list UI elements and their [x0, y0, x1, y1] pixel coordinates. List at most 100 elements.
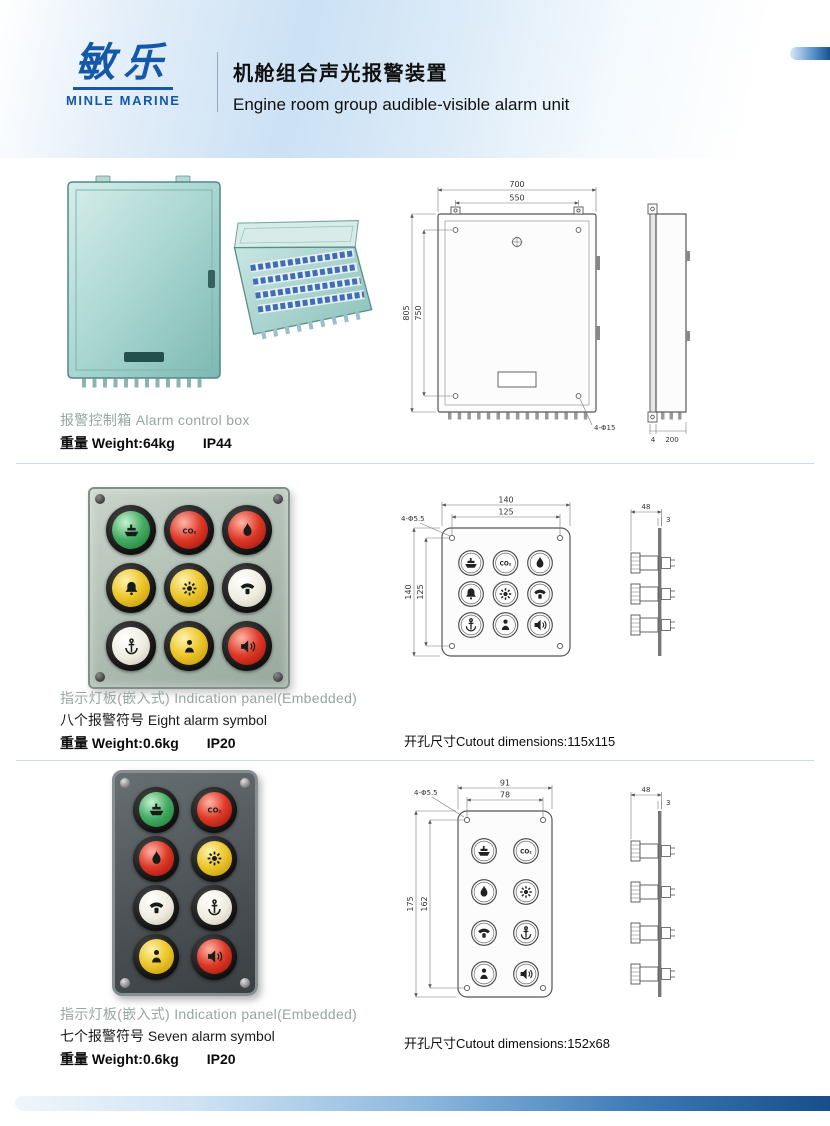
symbol-fire: [471, 879, 497, 905]
eight-alarm-button-fire: [222, 505, 272, 555]
dim-flange: 4: [651, 436, 656, 444]
hinge: [596, 256, 600, 270]
screw-icon: [120, 778, 130, 788]
weight-value: 重量 Weight:0.6kg: [60, 1051, 179, 1067]
panel-seven-cutout-note: 开孔尺寸Cutout dimensions:152x68: [404, 1036, 610, 1051]
side-view: 48 3: [630, 503, 675, 656]
front-dimensions: 700 550 805 750 4-Φ15: [402, 180, 615, 432]
symbol-bell: [458, 581, 484, 607]
symbol-ship: [458, 550, 484, 576]
symbol-anchor: [458, 612, 484, 638]
gear-icon: [207, 851, 221, 866]
co2-icon: CO₂: [207, 806, 221, 814]
terminal-strips: [250, 248, 365, 314]
section-divider: [16, 463, 814, 464]
lens-yellow: [138, 939, 174, 974]
screw-icon: [273, 672, 283, 682]
seven-alarm-button-co2: CO₂: [191, 786, 237, 833]
dim-mount-width: 550: [509, 194, 524, 203]
product-title-chinese: 机舱组合声光报警装置: [233, 63, 448, 85]
nameplate: [497, 371, 537, 388]
button-side-profile: [630, 881, 675, 903]
symbol-gear: [513, 879, 539, 905]
side-view: 4 200: [647, 203, 690, 444]
brand-logo-chinese: 敏乐: [73, 42, 174, 90]
lens-yellow: [112, 569, 150, 607]
lens-white: [138, 890, 174, 925]
lens-red: [228, 627, 266, 665]
symbol-anchor: [513, 920, 539, 946]
speaker-icon: [240, 639, 255, 653]
symbol-phone: [527, 581, 553, 607]
phone-icon: [149, 902, 163, 914]
panel-seven-subtitle: 七个报警符号 Seven alarm symbol: [60, 1028, 275, 1044]
eight-alarm-button-gear: [164, 563, 214, 613]
symbol-person: [492, 612, 519, 638]
dim-mount-height: 750: [414, 305, 423, 320]
fire-icon: [242, 522, 252, 536]
screw-icon: [95, 672, 105, 682]
lens-green: [138, 792, 174, 827]
lens-red: [228, 511, 266, 549]
button-side-profile: [630, 963, 675, 985]
panel-eight-subtitle: 八个报警符号 Eight alarm symbol: [60, 712, 267, 728]
lens-white: [228, 569, 266, 607]
control-box-caption: 报警控制箱 Alarm control box: [60, 412, 250, 428]
footer-accent-bar: [15, 1096, 830, 1111]
button-side-profile: [630, 552, 675, 574]
eight-alarm-button-anchor: [106, 621, 156, 671]
dim-mount-height: 162: [420, 896, 429, 911]
lens-yellow: [196, 841, 232, 876]
lens-red: [196, 939, 232, 974]
seven-alarm-button-phone: [133, 884, 179, 931]
dim-width: 91: [500, 779, 510, 788]
button-grid: CO₂: [115, 773, 255, 993]
dim-panel-thickness: 3: [666, 516, 670, 524]
svg-text:CO₂: CO₂: [207, 806, 221, 814]
control-box-open: [233, 220, 373, 340]
symbol-co2: CO₂: [513, 838, 539, 864]
eight-alarm-button-phone: [222, 563, 272, 613]
indication-panel-photo-seven: CO₂: [112, 770, 258, 996]
dim-height: 175: [406, 896, 415, 911]
header-divider-line: [217, 52, 218, 112]
dim-depth: 200: [665, 436, 678, 444]
brand-logo-english: MINLE MARINE: [66, 93, 181, 108]
door-lock: [511, 236, 523, 248]
dim-mount-width: 78: [500, 791, 510, 800]
eight-alarm-button-co2: CO₂: [164, 505, 214, 555]
fire-icon: [151, 850, 161, 864]
button-side-profile: [630, 840, 675, 862]
svg-text:CO₂: CO₂: [520, 849, 532, 855]
front-view: [437, 206, 600, 420]
lens-red: CO₂: [170, 511, 208, 549]
lens-red: CO₂: [196, 792, 232, 827]
symbol-phone: [471, 920, 497, 946]
dim-mount-width: 125: [498, 508, 513, 517]
symbol-ship: [471, 838, 497, 864]
weight-value: 重量 Weight:0.6kg: [60, 735, 179, 751]
panel-eight-drawing: CO₂ 140 125 140 125 4-Φ5.5 48 3: [401, 496, 675, 657]
header-accent-bar: [790, 47, 830, 60]
dim-panel-thickness: 3: [666, 799, 670, 807]
seven-alarm-button-anchor: [191, 884, 237, 931]
eight-alarm-button-bell: [106, 563, 156, 613]
person-icon: [184, 639, 194, 652]
eight-alarm-button-ship: [106, 505, 156, 555]
dim-width: 140: [498, 496, 513, 505]
dim-height: 805: [402, 305, 411, 320]
ip-rating: IP44: [202, 435, 232, 451]
dim-height: 140: [404, 584, 413, 599]
front-view: CO₂: [457, 810, 553, 998]
co2-icon: CO₂: [182, 527, 196, 535]
lens-yellow: [170, 627, 208, 665]
eight-alarm-button-speaker: [222, 621, 272, 671]
brand-logo: 敏乐 MINLE MARINE: [66, 42, 181, 108]
ip-rating: IP20: [206, 735, 236, 751]
button-side-profile: [630, 583, 675, 605]
screw-icon: [120, 978, 130, 988]
section-divider: [16, 760, 814, 761]
phone-icon: [240, 582, 254, 594]
